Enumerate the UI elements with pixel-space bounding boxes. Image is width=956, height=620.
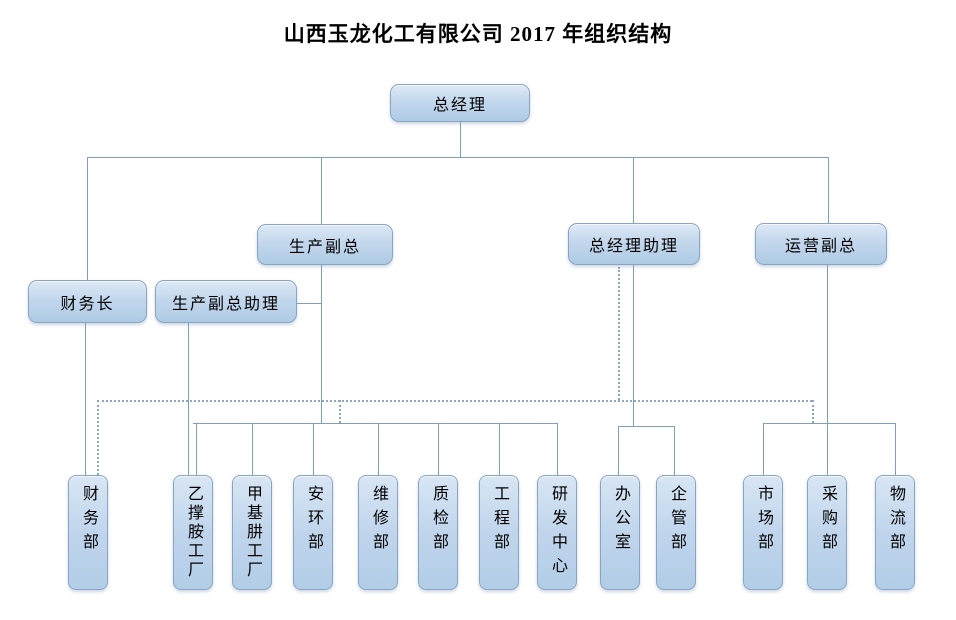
- connector-office-rail: [618, 426, 674, 427]
- dept-label: 物流部: [887, 485, 904, 557]
- connector-drop-marketing: [763, 423, 764, 475]
- node-dept-office: 办公室: [600, 475, 640, 590]
- node-operations-vp: 运营副总: [755, 223, 887, 265]
- dept-label: 市场部: [755, 485, 772, 557]
- connector-drop-maintenance: [378, 423, 379, 475]
- node-dept-methylhydrazine-factory: 甲基肼工厂: [232, 475, 272, 590]
- connector-drop-office: [618, 426, 619, 475]
- dept-label: 采购部: [819, 485, 836, 557]
- node-dept-quality: 质检部: [418, 475, 458, 590]
- node-dept-marketing: 市场部: [743, 475, 783, 590]
- node-production-vp: 生产副总: [257, 224, 393, 265]
- node-dept-ethyleneamine-factory: 乙撑胺工厂: [173, 475, 213, 590]
- node-dept-maintenance: 维修部: [358, 475, 398, 590]
- node-dept-rnd-center: 研发中心: [537, 475, 577, 590]
- connector-cfo-to-finance: [85, 323, 86, 475]
- node-dept-safety-environment: 安环部: [293, 475, 333, 590]
- node-dept-purchasing: 采购部: [807, 475, 847, 590]
- dept-label: 办公室: [612, 485, 629, 557]
- node-dept-engineering: 工程部: [479, 475, 519, 590]
- connector-production-rail: [193, 423, 557, 424]
- connector-operations-rail: [763, 423, 895, 424]
- chart-title: 山西玉龙化工有限公司 2017 年组织结构: [283, 22, 673, 46]
- connector-assistant-to-factory: [188, 323, 189, 475]
- dept-label: 财务部: [80, 485, 97, 557]
- node-cfo: 财务长: [28, 280, 147, 323]
- node-general-manager: 总经理: [390, 84, 530, 122]
- connector-to-cfo: [87, 157, 88, 280]
- connector-to-gm-assistant: [633, 157, 634, 223]
- dotted-connector-rail: [97, 400, 812, 402]
- node-production-vp-assistant: 生产副总助理: [155, 280, 297, 323]
- dotted-connector-to-operations-rail: [812, 400, 814, 423]
- dept-label: 安环部: [305, 485, 322, 557]
- node-gm-assistant: 总经理助理: [568, 223, 700, 265]
- dept-label: 企管部: [668, 485, 685, 557]
- node-dept-finance: 财务部: [68, 475, 108, 590]
- connector-assistant-to-production-vp: [297, 303, 321, 304]
- connector-level1-rail: [87, 157, 828, 158]
- connector-drop-enterprise: [674, 426, 675, 475]
- connector-drop-logistics: [895, 423, 896, 475]
- connector-operations-vp-down: [827, 265, 828, 475]
- connector-production-vp-down: [321, 265, 322, 423]
- dept-label: 甲基肼工厂: [244, 485, 261, 580]
- connector-to-operations-vp: [828, 157, 829, 223]
- connector-to-production-vp: [321, 157, 322, 224]
- dotted-connector-to-finance: [97, 400, 99, 475]
- dept-label: 维修部: [370, 485, 387, 557]
- connector-drop-qc: [438, 423, 439, 475]
- connector-gm-drop: [460, 122, 461, 157]
- connector-gm-assistant-down: [633, 265, 634, 426]
- connector-drop-methylhydrazine: [252, 423, 253, 475]
- connector-drop-rnd: [557, 423, 558, 475]
- dotted-connector-to-production-rail: [339, 400, 341, 423]
- dept-label: 质检部: [430, 485, 447, 557]
- connector-drop-ethyleneamine: [196, 423, 197, 475]
- dept-label: 工程部: [491, 485, 508, 557]
- dotted-connector-gm-assistant-down: [618, 267, 620, 400]
- connector-drop-engineering: [499, 423, 500, 475]
- dept-label: 乙撑胺工厂: [185, 485, 202, 580]
- connector-drop-safety: [313, 423, 314, 475]
- node-dept-enterprise-mgmt: 企管部: [656, 475, 696, 590]
- node-dept-logistics: 物流部: [875, 475, 915, 590]
- dept-label: 研发中心: [549, 485, 566, 581]
